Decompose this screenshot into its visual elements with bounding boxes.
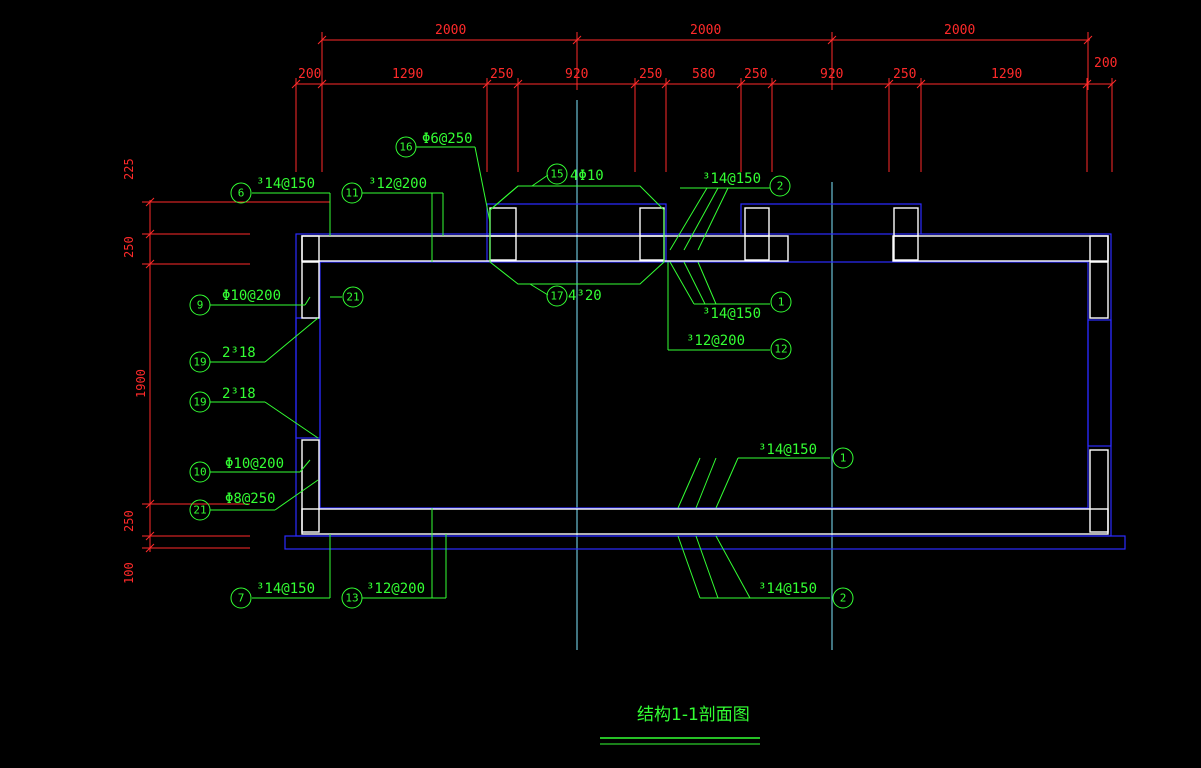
dim-top-1: 2000 xyxy=(435,23,466,38)
dim-top-2: 2000 xyxy=(690,23,721,38)
dim-row2-6: 580 xyxy=(692,67,715,82)
callout-17-num: 17 xyxy=(550,290,563,303)
callout-19-top-text: 2³18 xyxy=(222,345,256,361)
dim-left-3: 1900 xyxy=(134,369,148,398)
dim-row2-4: 920 xyxy=(565,67,588,82)
callout-11-text: ³12@200 xyxy=(368,176,427,192)
callout-13-text: ³12@200 xyxy=(366,581,425,597)
dim-left-1: 225 xyxy=(122,158,136,180)
callout-6-text: ³14@150 xyxy=(256,176,315,192)
dim-row2-11: 200 xyxy=(1094,56,1117,71)
callout-13-num: 13 xyxy=(345,592,358,605)
callout-circles xyxy=(189,136,854,609)
dim-left-2: 250 xyxy=(122,236,136,258)
callout-2-top-text: ³14@150 xyxy=(702,171,761,187)
drawing-title: 结构1-1剖面图 xyxy=(637,705,750,725)
callout-7-text: ³14@150 xyxy=(256,581,315,597)
concrete-outline xyxy=(284,203,1126,550)
callout-15-num: 15 xyxy=(550,168,563,181)
callout-12-num: 12 xyxy=(774,343,787,356)
dim-row2-3: 250 xyxy=(490,67,513,82)
dim-left-4: 250 xyxy=(122,510,136,532)
callout-17-text: 4³20 xyxy=(568,288,602,304)
left-dimension-lines xyxy=(142,197,330,553)
dim-row2-7: 250 xyxy=(744,67,767,82)
beam-outline xyxy=(489,185,665,285)
callout-16-num: 16 xyxy=(399,141,412,154)
callout-1-bottom-num: 1 xyxy=(840,452,847,465)
dim-row2-10: 1290 xyxy=(991,67,1022,82)
callout-2-bottom-text: ³14@150 xyxy=(758,581,817,597)
callout-10-num: 10 xyxy=(193,466,206,479)
dim-top-3: 2000 xyxy=(944,23,975,38)
callout-9-text: Φ10@200 xyxy=(222,288,281,304)
dim-row2-1: 200 xyxy=(298,67,321,82)
dim-row2-5: 250 xyxy=(639,67,662,82)
top-dimension-lines xyxy=(291,32,1117,172)
callout-19-top-num: 19 xyxy=(193,356,206,369)
dim-row2-9: 250 xyxy=(893,67,916,82)
callout-21-bottom-text: Φ8@250 xyxy=(225,491,276,507)
callout-2-bottom-num: 2 xyxy=(840,592,847,605)
callout-11-num: 11 xyxy=(345,187,358,200)
leader-lines xyxy=(210,146,830,599)
callout-15-text: 4Φ10 xyxy=(570,168,604,184)
callout-1-top-text: ³14@150 xyxy=(702,306,761,322)
callout-21-top-num: 21 xyxy=(346,291,359,304)
callout-1-bottom-text: ³14@150 xyxy=(758,442,817,458)
callout-6-num: 6 xyxy=(238,187,245,200)
callout-16-text: Φ6@250 xyxy=(422,131,473,147)
callout-19-bottom-text: 2³18 xyxy=(222,386,256,402)
dim-left-5: 100 xyxy=(122,562,136,584)
callout-7-num: 7 xyxy=(238,592,245,605)
callout-9-num: 9 xyxy=(197,299,204,312)
callout-19-bottom-num: 19 xyxy=(193,396,206,409)
dim-row2-2: 1290 xyxy=(392,67,423,82)
callout-12-text: ³12@200 xyxy=(686,333,745,349)
callout-10-text: Φ10@200 xyxy=(225,456,284,472)
callout-1-top-num: 1 xyxy=(778,296,785,309)
callout-21-bottom-num: 21 xyxy=(193,504,206,517)
dim-row2-8: 920 xyxy=(820,67,843,82)
callout-2-top-num: 2 xyxy=(777,180,784,193)
